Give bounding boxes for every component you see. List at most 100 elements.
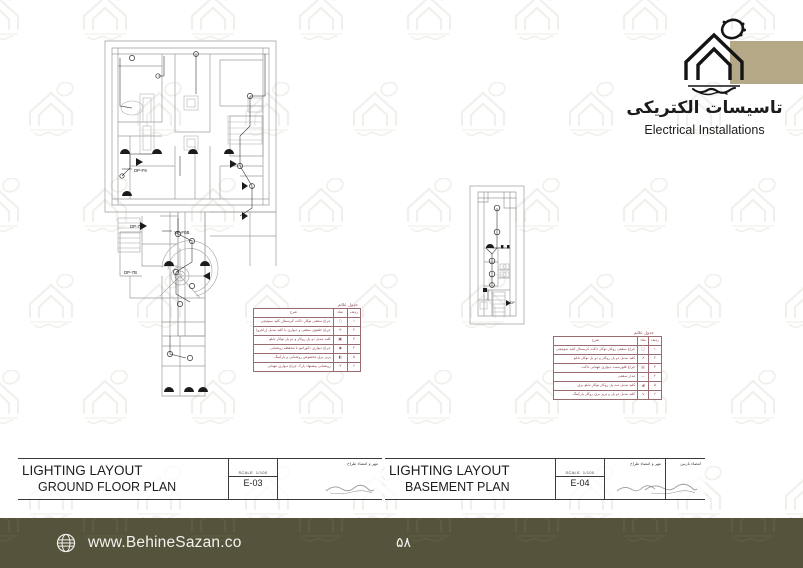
legend-row-number: ۳: [346, 335, 362, 345]
scale-label: SCALE: [565, 470, 580, 475]
legend-row-number: ۴: [346, 344, 362, 354]
drawing-title-line1: LIGHTING LAYOUT: [389, 462, 510, 478]
scale-value: 1/100: [255, 470, 268, 475]
legend-row-description: چراغ دیواری دکوراتیو با محفظه روشنایی: [253, 344, 334, 354]
house-watermark-icon: [398, 370, 464, 426]
signature-label: مهر و امضاء طراح: [347, 461, 378, 466]
titleblock-basement-names: LIGHTING LAYOUT BASEMENT PLAN: [385, 459, 555, 499]
legend-row-description: چراغ سقفی توکار داکت کریستال کلید سوئیچی: [253, 317, 334, 327]
house-watermark-icon: [506, 518, 572, 544]
legend-header-row: ردیف نماد شرح: [552, 336, 662, 346]
legend-row-number: ۲: [346, 326, 362, 336]
legend-col-desc: شرح: [253, 308, 334, 318]
sheet-code: E-04: [570, 477, 590, 488]
legend-row-symbol: ◧: [332, 353, 348, 363]
legend-row: ۲↗کلید تبدیل دو پل روکار و دو پل توکار ت…: [552, 354, 662, 364]
brand-name-en: Electrical Installations: [644, 123, 765, 137]
house-watermark-icon: [290, 370, 356, 426]
titleblock-basement-reviewer: امضاء بازبین: [644, 459, 705, 499]
house-watermark-icon: [614, 518, 680, 544]
legend-row-symbol: ✛: [332, 326, 348, 336]
signature-label: مهر و امضاء طراح: [630, 461, 661, 466]
legend-row-number: ۱: [647, 345, 662, 355]
legend-col-no: ردیف: [647, 336, 662, 346]
legend-row-description: مدار سقفی: [552, 372, 639, 382]
house-watermark-icon: [0, 370, 32, 426]
house-watermark-icon: [0, 0, 32, 42]
house-watermark-icon: [722, 178, 788, 234]
legend-basement-title: جدول علائم: [633, 330, 654, 335]
house-watermark-icon: [290, 0, 356, 42]
ground-floor-plan-drawing: DP-F9 XP-F0B DP-7F DP-7B: [100, 36, 290, 426]
legend-row-number: ۲: [647, 354, 662, 364]
legend-row-number: ۳: [647, 363, 662, 373]
legend-basement-table: ردیف نماد شرح ۱□چراغ سقفی روکار توکار دا…: [552, 336, 662, 400]
house-watermark-icon: [452, 82, 518, 138]
titleblock-ground: LIGHTING LAYOUT GROUND FLOOR PLAN SCALE …: [18, 458, 382, 500]
house-watermark-icon: [398, 178, 464, 234]
page-footer: www.BehineSazan.co ۵۸: [0, 518, 803, 568]
legend-ground: جدول علائم ردیف نماد شرح ۱○چراغ سقفی توک…: [253, 302, 362, 372]
house-watermark-icon: [722, 518, 788, 544]
page-number: ۵۸: [396, 535, 412, 551]
house-watermark-icon: [290, 178, 356, 234]
titleblock-basement-scale: SCALE 1/100 E-04: [555, 459, 604, 499]
legend-row-number: ۱: [346, 317, 362, 327]
signature-scribble-icon: [616, 485, 656, 492]
house-watermark-icon: [74, 518, 140, 544]
brand-logo: تاسیسات الکتریکی Electrical Installation…: [612, 18, 797, 143]
house-watermark-icon: [614, 178, 680, 234]
house-watermark-icon: [560, 274, 626, 330]
legend-row-symbol: ↗: [637, 354, 649, 364]
legend-ground-title: جدول علائم: [337, 302, 358, 307]
legend-row-number: ۶: [647, 390, 662, 400]
svg-text:DP-F9: DP-F9: [134, 168, 147, 173]
titleblock-ground-names: LIGHTING LAYOUT GROUND FLOOR PLAN: [18, 459, 228, 499]
legend-row-description: کلید تبدیل دو پل روکار و دو پل توکار تاب…: [552, 354, 639, 364]
legend-col-symbol: نماد: [637, 336, 649, 346]
legend-ground-body: ۱○چراغ سقفی توکار داکت کریستال کلید سوئی…: [253, 317, 362, 372]
footer-watermark-layer: [0, 518, 803, 568]
signature-scribble-icon: [325, 484, 375, 494]
legend-row-symbol: ○: [332, 317, 348, 327]
titleblock-ground-scale: SCALE 1/100 E-03: [228, 459, 277, 499]
legend-row-description: چراغ حلقوی سقفی و دیواری با کلید تبدیل (…: [253, 326, 334, 336]
legend-row-symbol: ▣: [332, 335, 348, 345]
legend-row-description: کلید تبدیل دو پل روکار و دو پل توکار تاب…: [253, 335, 334, 345]
svg-text:XP-F0B: XP-F0B: [174, 230, 189, 235]
legend-row-description: پریز برق مخصوص روشنایی و پارکینگ: [253, 353, 334, 363]
legend-row-symbol: ↘: [637, 390, 649, 400]
house-watermark-icon: [344, 82, 410, 138]
legend-row-number: ۴: [647, 372, 662, 382]
house-watermark-icon: [290, 518, 356, 544]
legend-col-no: ردیف: [346, 308, 362, 318]
legend-row: ۱○چراغ سقفی توکار داکت کریستال کلید سوئی…: [253, 317, 362, 327]
scale-value: 1/100: [582, 470, 595, 475]
house-watermark-icon: [0, 178, 32, 234]
sheet-code: E-03: [243, 477, 263, 488]
house-watermark-icon: [398, 518, 464, 544]
legend-row-symbol: ◢: [637, 381, 649, 391]
legend-row: ۵◧پریز برق مخصوص روشنایی و پارکینگ: [253, 353, 362, 363]
legend-row-symbol: □: [637, 345, 649, 355]
house-watermark-icon: [776, 466, 803, 518]
house-watermark-icon: [722, 370, 788, 426]
house-watermark-icon: [20, 274, 86, 330]
house-gear-logo-icon: [674, 18, 754, 96]
house-watermark-icon: [398, 0, 464, 42]
svg-text:DP-7B: DP-7B: [124, 270, 137, 275]
drawing-title-line2: GROUND FLOOR PLAN: [38, 479, 177, 494]
legend-row: ۴—مدار سقفی: [552, 372, 662, 382]
house-watermark-icon: [0, 518, 32, 544]
legend-row-symbol: —: [637, 372, 649, 382]
scale-label: SCALE: [238, 470, 253, 475]
brand-name-fa: تاسیسات الکتریکی: [626, 98, 783, 118]
website-url[interactable]: www.BehineSazan.co: [88, 534, 242, 551]
titleblock-ground-signature: مهر و امضاء طراح: [277, 459, 382, 499]
house-watermark-icon: [506, 0, 572, 42]
house-watermark-icon: [668, 274, 734, 330]
drawing-title-line1: LIGHTING LAYOUT: [22, 462, 143, 478]
legend-row-description: کلید تبدیل سه پل روکار توکار تابلو برق: [552, 381, 639, 391]
